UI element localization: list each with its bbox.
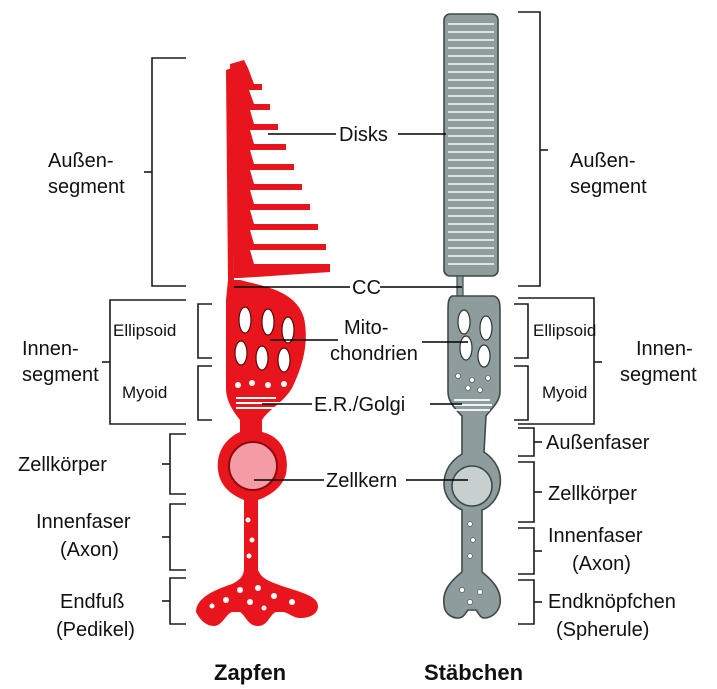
left-cell-body-label: Zellkörper [18,454,107,476]
left-inner-segment-line2: segment [22,364,99,386]
cone-title: Zapfen [214,660,286,685]
nucleus-label: Zellkern [326,470,397,492]
right-myoid-label: Myoid [542,383,587,402]
left-inner-segment-line1: Innen- [22,338,79,360]
mitochondria-line2: chondrien [330,343,418,365]
rod-cell [444,14,501,618]
right-inner-fiber-line2: (Axon) [572,553,631,575]
left-inner-fiber-line1: Innenfaser [36,511,131,533]
rod-title: Stäbchen [424,660,523,685]
disks-label: Disks [339,124,388,146]
left-inner-fiber-line2: (Axon) [60,539,119,561]
er-golgi-label: E.R./Golgi [314,394,405,416]
left-myoid-label: Myoid [122,383,167,402]
cone-cell [196,60,330,626]
left-end-foot-line2: (Pedikel) [56,619,135,641]
right-end-knob-line2: (Spherule) [556,619,649,641]
right-ellipsoid-label: Ellipsoid [533,321,596,340]
right-outer-fiber-label: Außenfaser [546,432,650,454]
cc-label: CC [352,277,381,299]
mitochondria-line1: Mito- [344,317,388,339]
cone-nucleus [229,442,277,490]
left-end-foot-line1: Endfuß [60,591,124,613]
right-inner-segment-line2: segment [620,364,697,386]
right-outer-segment-line1: Außen- [570,150,636,172]
right-end-knob-line1: Endknöpfchen [548,591,676,613]
left-ellipsoid-label: Ellipsoid [113,321,176,340]
cone-outer-segment [230,60,330,278]
left-outer-segment-line2: segment [48,176,125,198]
left-outer-segment-line1: Außen- [48,150,114,172]
center-labels: Disks CC Mito- chondrien E.R./Golgi Zell… [314,124,418,492]
right-labels: Außen- segment Innen- segment Ellipsoid … [533,150,697,641]
titles: Zapfen Stäbchen [214,660,523,685]
right-inner-fiber-line1: Innenfaser [548,525,643,547]
rod-nucleus [452,466,492,506]
right-cell-body-label: Zellkörper [548,483,637,505]
rod-outer-segment [444,14,498,276]
right-inner-segment-line1: Innen- [636,338,693,360]
right-outer-segment-line2: segment [570,176,647,198]
